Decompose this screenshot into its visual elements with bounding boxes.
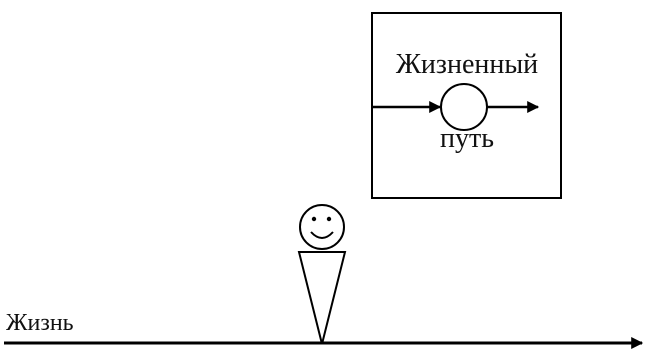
person-figure [297, 204, 347, 345]
smiley-head [299, 204, 345, 250]
smiley-left-eye [311, 216, 317, 222]
life-timeline-label: Жизнь [6, 310, 74, 336]
smiley-right-eye [326, 216, 332, 222]
person-body-triangle [297, 251, 347, 345]
life-path-box [371, 12, 562, 199]
life-path-title: Жизненный [395, 49, 539, 80]
smiley-mouth [310, 231, 334, 239]
life-path-subtitle: путь [440, 123, 494, 154]
